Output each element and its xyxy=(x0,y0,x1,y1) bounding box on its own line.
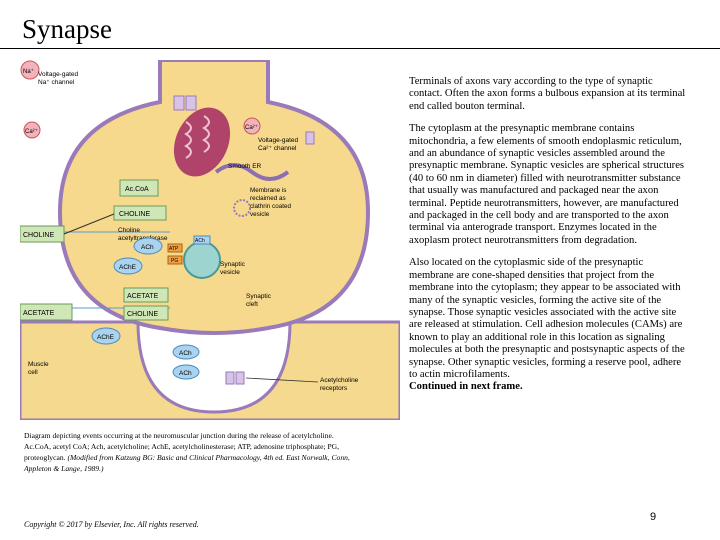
ach-small-label: ACh xyxy=(195,238,205,244)
caption-text: Diagram depicting events occurring at th… xyxy=(24,431,340,462)
pg-tag xyxy=(167,255,183,265)
ache-oval-top xyxy=(113,257,143,275)
calcium-ion-label-top: Ca²⁺ xyxy=(25,128,38,135)
ach-label-2: ACh xyxy=(179,350,192,357)
synaptic-vesicle-label-2: vesicle xyxy=(220,269,240,276)
calcium-ion-icon xyxy=(23,121,41,139)
muscle-cell-body xyxy=(20,320,400,420)
choline-box-mid xyxy=(123,305,169,321)
na-channel-label-2: Na⁺ channel xyxy=(38,79,75,86)
ach-oval-1 xyxy=(133,237,163,255)
choline-note-1: Choline xyxy=(118,227,140,234)
ach-label-1: ACh xyxy=(141,244,154,251)
ache-label-low: AChE xyxy=(97,334,115,341)
synaptic-vesicle-icon xyxy=(183,241,221,279)
membrane-note-1: Membrane is xyxy=(250,187,286,194)
mitochondrion-icon xyxy=(173,107,231,177)
copyright-notice: Copyright © 2017 by Elsevier, Inc. All r… xyxy=(24,520,199,529)
paragraph-2: The cytoplasm at the presynaptic membran… xyxy=(409,123,685,246)
ach-receptors-label-2: receptors xyxy=(320,385,348,392)
paragraph-3: Also located on the cytoplasmic side of … xyxy=(409,257,686,393)
muscle-cell-label-2: cell xyxy=(28,369,38,376)
calcium-ion-icon xyxy=(243,117,261,135)
ach-oval-3 xyxy=(172,364,200,380)
membrane-note-4: vesicle xyxy=(250,211,270,218)
ca-channel-label-2: Ca²⁺ channel xyxy=(258,145,297,152)
title-divider xyxy=(0,48,720,49)
synaptic-cleft-label-2: cleft xyxy=(246,301,258,308)
choline-label-top: CHOLINE xyxy=(119,211,150,218)
page-number: 9 xyxy=(650,511,657,523)
smooth-er-label: Smooth ER xyxy=(228,163,262,170)
choline-label-mid: CHOLINE xyxy=(127,311,158,318)
caption-source: (Modified from Katzung BG: Basic and Cli… xyxy=(24,453,350,473)
paragraph-3-text: Also located on the cytoplasmic side of … xyxy=(409,257,685,380)
atp-tag xyxy=(167,243,183,253)
acetate-box-mid xyxy=(123,287,169,303)
atp-label: ATP xyxy=(169,246,179,252)
ach-oval-2 xyxy=(172,344,200,360)
synaptic-vesicle-label-1: Synaptic xyxy=(220,261,246,268)
ache-oval-low xyxy=(91,327,121,345)
membrane-note-2: reclaimed as xyxy=(250,195,286,202)
sodium-ion-label: Na⁺ xyxy=(23,68,34,75)
acoa-box xyxy=(119,179,159,197)
receptor-icon xyxy=(225,371,245,385)
ach-receptors-label-1: Acetylcholine xyxy=(320,377,359,384)
continued-note: Continued in next frame. xyxy=(409,381,523,393)
calcium-channel-icon xyxy=(305,131,315,145)
acetate-box-left xyxy=(20,303,73,321)
choline-label-left: CHOLINE xyxy=(23,232,54,239)
body-text: Terminals of axons vary according to the… xyxy=(409,76,686,404)
acetate-label-mid: ACETATE xyxy=(127,293,159,300)
sodium-channel-icon xyxy=(173,95,197,111)
axon-terminal xyxy=(57,60,371,335)
synaptic-cleft-label-1: Synaptic xyxy=(246,293,272,300)
ca-channel-label-1: Voltage-gated xyxy=(258,137,299,144)
ach-label-3: ACh xyxy=(179,370,192,377)
acoa-label: Ac.CoA xyxy=(125,186,149,193)
acetate-label-left: ACETATE xyxy=(23,310,55,317)
paragraph-1: Terminals of axons vary according to the… xyxy=(409,76,686,112)
synapse-diagram: Na⁺ Voltage-gated Na⁺ channel Ca²⁺ Ca²⁺ … xyxy=(20,60,400,420)
figure-caption: Diagram depicting events occurring at th… xyxy=(24,430,354,474)
calcium-ion-label-right: Ca²⁺ xyxy=(245,124,258,131)
sodium-ion-icon xyxy=(20,60,40,80)
muscle-cell-label-1: Muscle xyxy=(28,361,49,368)
ache-label-top: AChE xyxy=(119,264,137,271)
membrane-note-3: clathrin coated xyxy=(250,203,291,210)
choline-box-top xyxy=(113,205,167,221)
pg-label: PG xyxy=(171,258,178,264)
slide-title: Synapse xyxy=(22,14,112,44)
na-channel-label-1: Voltage-gated xyxy=(38,71,79,78)
smooth-er-icon xyxy=(214,163,290,181)
